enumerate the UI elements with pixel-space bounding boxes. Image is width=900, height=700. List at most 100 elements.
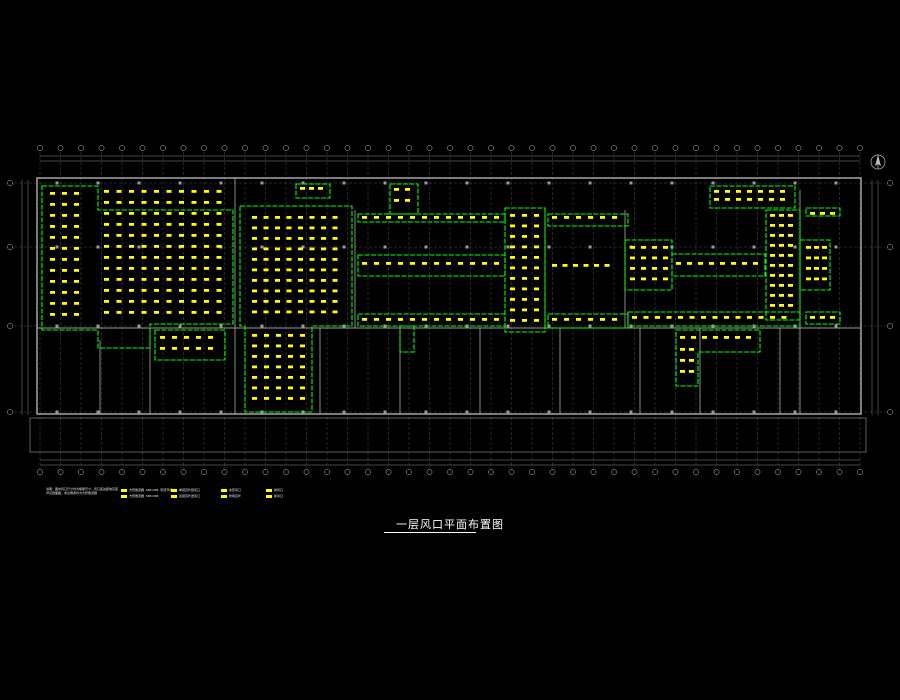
diffuser [522,214,527,217]
diffuser [50,313,55,316]
axis-bubble [57,145,64,151]
diffuser [286,226,292,230]
diffuser [74,192,79,195]
column [342,245,346,249]
axis-bubble [262,469,269,475]
diffuser [300,397,305,400]
axis-bubble [78,145,84,151]
diffuser [534,308,539,312]
diffuser [252,310,257,314]
legend-item: 双层百叶送风口 [171,493,200,499]
axis-bubble [324,469,330,475]
air-diffusers [50,187,835,400]
north-arrow-icon [870,154,886,170]
diffuser [309,187,314,190]
diffuser [154,234,159,237]
diffuser [641,267,646,270]
diffuser [779,254,784,257]
diffuser [510,319,515,322]
diffuser [458,216,463,219]
diffuser [810,212,815,215]
diffuser [332,268,338,272]
diffuser [191,190,197,193]
diffuser [204,289,209,292]
diffuser [770,274,775,277]
axis-bubble [693,469,699,475]
diffuser [286,216,292,219]
diffuser [630,256,635,260]
diffuser [286,247,292,251]
diffuser [216,234,222,237]
axis-bubble [611,469,617,475]
axis-bubble [242,469,248,475]
legend-item: 新风口 [266,493,283,499]
diffuser [788,214,793,217]
diffuser [552,318,557,321]
diffuser [630,267,635,270]
diffuser [191,256,197,259]
diffuser [154,256,159,259]
column [383,181,387,185]
column [670,181,674,185]
axis-bubble [344,145,351,151]
axis-bubble [631,469,638,475]
column [137,181,141,185]
diffuser [288,376,293,379]
diffuser [172,347,177,350]
diffuser [422,318,427,321]
diffuser [275,258,280,261]
diffuser [172,336,177,339]
diffuser [747,198,752,201]
axis-bubble [385,145,392,151]
diffuser [216,223,222,226]
diffuser [630,246,635,249]
column [424,181,428,185]
diffuser [770,224,775,227]
diffuser [814,256,819,260]
diffuser [434,262,439,265]
diffuser [588,216,593,219]
diffuser [663,246,668,249]
diffuser [264,376,269,379]
diffuser [276,355,281,358]
diffuser [154,278,159,281]
diffuser [374,318,379,321]
column [752,181,756,185]
diffuser [394,188,399,191]
diffuser [286,300,292,303]
diffuser [534,245,539,249]
diffuser-swatch-icon [266,494,272,498]
diffuser [534,256,539,259]
diffuser [604,264,610,267]
diffuser [641,277,646,281]
diffuser [204,212,209,215]
diffuser [300,187,305,190]
diffuser [263,258,269,261]
axis-bubble [7,323,13,329]
diffuser [252,216,257,219]
diffuser [50,258,55,261]
legend-item: 单层百叶回风口 [171,487,200,493]
diffuser [166,311,172,314]
diffuser [116,190,122,193]
diffuser [332,237,338,240]
axis-bubble [734,145,740,151]
axis-bubble [57,469,64,475]
diffuser [510,287,515,291]
diffuser [643,316,649,319]
duct-outline [805,311,841,325]
diffuser [600,216,605,219]
column [301,181,305,185]
diffuser [309,247,315,251]
diffuser [191,300,197,303]
column [547,181,551,185]
axis-bubble [7,409,13,415]
diffuser [788,254,793,257]
diffuser [104,289,109,292]
diffuser [166,212,172,215]
diffuser [680,336,685,339]
column [383,324,387,328]
diffuser [709,262,714,265]
diffuser [166,267,172,270]
diffuser [714,190,719,193]
